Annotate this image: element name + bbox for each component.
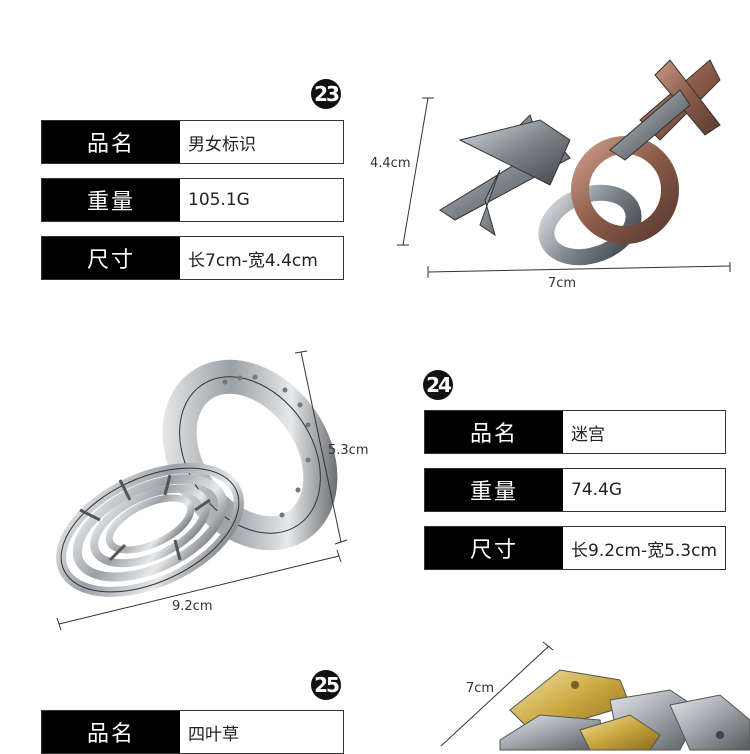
product-image-clover xyxy=(499,669,750,751)
spec-row-name: 品名 四叶草 xyxy=(41,710,344,754)
spec-label: 品名 xyxy=(425,411,563,453)
dimension-line-width xyxy=(56,549,342,631)
dimension-label-height: 4.4cm xyxy=(370,156,411,171)
spec-row-name: 品名 迷宫 xyxy=(424,410,726,454)
dimension-label-height: 5.3cm xyxy=(328,443,369,458)
spec-value: 迷宫 xyxy=(571,424,605,445)
spec-label: 重量 xyxy=(425,469,563,511)
spec-value: 长9.2cm-宽5.3cm xyxy=(571,540,718,561)
spec-row-weight: 重量 74.4G xyxy=(424,468,726,512)
spec-row-weight: 重量 105.1G xyxy=(41,178,344,222)
spec-value: 105.1G xyxy=(188,190,250,210)
spec-row-size: 尺寸 长9.2cm-宽5.3cm xyxy=(424,526,726,570)
product-number-badge: 23 xyxy=(311,79,341,109)
spec-label: 尺寸 xyxy=(42,237,180,279)
spec-label: 重量 xyxy=(42,179,180,221)
spec-value: 长7cm-宽4.4cm xyxy=(188,250,318,271)
spec-label: 品名 xyxy=(42,711,180,753)
spec-value: 男女标识 xyxy=(188,134,256,155)
product-number-badge: 24 xyxy=(423,370,453,400)
spec-label: 品名 xyxy=(42,121,180,163)
dimension-label-width: 7cm xyxy=(548,276,577,291)
dimension-label-width: 9.2cm xyxy=(172,599,213,614)
dimension-line-width xyxy=(427,262,731,278)
spec-row-size: 尺寸 长7cm-宽4.4cm xyxy=(41,236,344,280)
spec-row-name: 品名 男女标识 xyxy=(41,120,344,164)
dimension-line-height xyxy=(397,97,434,246)
product-image-gender-symbols xyxy=(439,59,721,266)
dimension-line-height xyxy=(294,350,348,545)
spec-value: 四叶草 xyxy=(188,724,239,745)
spec-label: 尺寸 xyxy=(425,527,563,569)
product-number-badge: 25 xyxy=(311,670,341,700)
product-image-maze xyxy=(56,359,338,597)
dimension-label-width: 7cm xyxy=(466,681,495,696)
spec-value: 74.4G xyxy=(571,480,623,500)
dimension-line-width xyxy=(440,641,554,747)
